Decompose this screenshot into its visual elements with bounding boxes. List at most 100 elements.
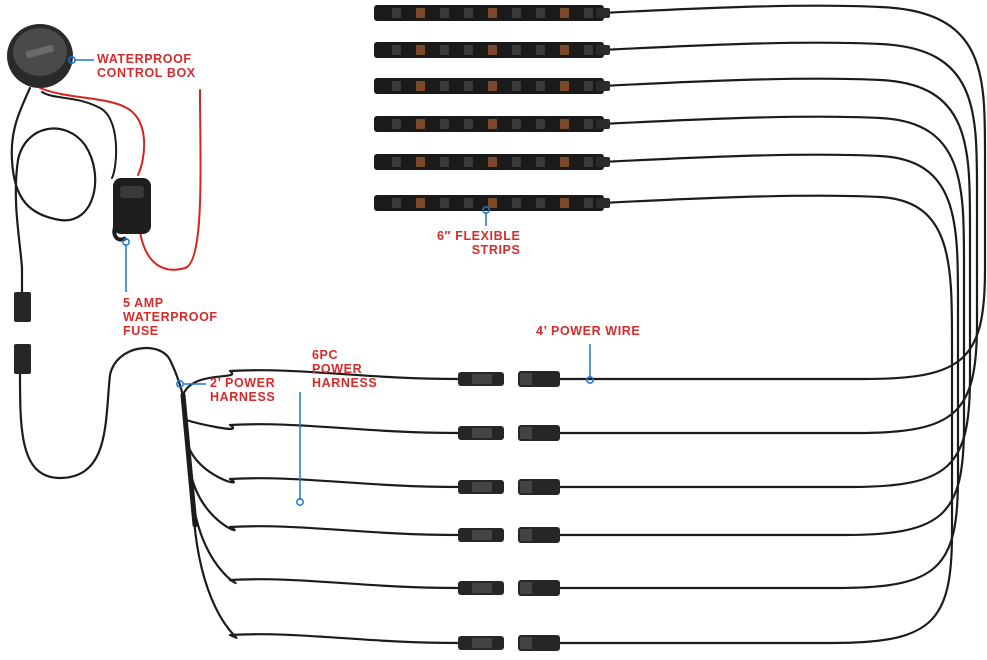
led-chip bbox=[488, 81, 497, 91]
label-line: HARNESS bbox=[210, 390, 276, 404]
led-chip bbox=[560, 198, 569, 208]
led-chip bbox=[464, 198, 473, 208]
label-line: 6″ FLEXIBLE bbox=[437, 229, 521, 243]
led-chip bbox=[512, 119, 521, 129]
strip-end-cap bbox=[596, 198, 610, 208]
label-line: WATERPROOF bbox=[123, 310, 218, 324]
label-line: CONTROL BOX bbox=[97, 66, 196, 80]
power-wire-5 bbox=[558, 153, 960, 590]
power-wire-6 bbox=[558, 194, 954, 645]
led-chip bbox=[416, 81, 425, 91]
led-chip bbox=[440, 198, 449, 208]
harness-branch-3 bbox=[186, 443, 462, 489]
strip-end-cap bbox=[596, 119, 610, 129]
connector-latch bbox=[520, 373, 532, 385]
led-chip bbox=[536, 157, 545, 167]
led-chip bbox=[440, 119, 449, 129]
led-chip bbox=[488, 45, 497, 55]
label-fuse: 5 AMP WATERPROOF FUSE bbox=[123, 296, 218, 338]
strip-end-cap bbox=[596, 81, 610, 91]
pointer-6pc-harness-dot bbox=[296, 498, 304, 506]
led-chip bbox=[512, 157, 521, 167]
led-chip bbox=[512, 81, 521, 91]
wires-layer bbox=[10, 4, 987, 645]
pointer-strips-dot bbox=[482, 206, 490, 214]
led-chip bbox=[536, 8, 545, 18]
led-chip bbox=[512, 8, 521, 18]
label-line: POWER bbox=[312, 362, 363, 376]
power-wire-1 bbox=[558, 4, 987, 381]
led-chip bbox=[560, 81, 569, 91]
led-chip bbox=[488, 8, 497, 18]
power-wire-3 bbox=[558, 77, 972, 489]
control-box-cable bbox=[10, 86, 97, 294]
led-chip bbox=[392, 198, 401, 208]
label-4ft-power-wire: 4’ POWER WIRE bbox=[536, 324, 640, 338]
led-chip bbox=[512, 198, 521, 208]
led-chip bbox=[584, 119, 593, 129]
strip-end-cap bbox=[596, 45, 610, 55]
led-chip bbox=[488, 198, 497, 208]
led-chip bbox=[512, 45, 521, 55]
pointer-fuse-dot bbox=[122, 238, 130, 246]
led-chip bbox=[560, 157, 569, 167]
red-wire-to-fuse bbox=[39, 87, 146, 176]
power-wire-2 bbox=[558, 41, 979, 435]
harness-trunk bbox=[180, 392, 198, 528]
led-chip bbox=[392, 157, 401, 167]
parts-layer bbox=[7, 5, 610, 651]
connector-latch bbox=[520, 529, 532, 541]
red-wire-lead bbox=[139, 89, 202, 271]
strip-end-cap bbox=[596, 8, 610, 18]
harness-branch-4 bbox=[188, 468, 462, 537]
led-chip bbox=[584, 157, 593, 167]
led-chip bbox=[488, 157, 497, 167]
label-2ft-power-harness: 2’ POWER HARNESS bbox=[210, 376, 275, 404]
pointer-2ft-harness-dot bbox=[176, 380, 184, 388]
label-control-box: WATERPROOF CONTROL BOX bbox=[97, 52, 196, 80]
led-chip bbox=[584, 45, 593, 55]
connector-latch bbox=[520, 582, 532, 594]
led-chip bbox=[536, 45, 545, 55]
connector-icon bbox=[14, 344, 31, 374]
led-chip bbox=[560, 119, 569, 129]
connector-latch bbox=[472, 638, 492, 648]
label-line: FUSE bbox=[123, 324, 159, 338]
led-chip bbox=[536, 119, 545, 129]
led-chip bbox=[392, 81, 401, 91]
led-chip bbox=[440, 157, 449, 167]
label-line: 5 AMP bbox=[123, 296, 164, 310]
connector-latch bbox=[472, 374, 492, 384]
led-chip bbox=[584, 81, 593, 91]
strip-end-cap bbox=[596, 157, 610, 167]
connector-icon bbox=[14, 292, 31, 322]
led-chip bbox=[440, 8, 449, 18]
label-line: HARNESS bbox=[312, 376, 378, 390]
label-line: 4’ POWER WIRE bbox=[536, 324, 641, 338]
label-flexible-strips: 6″ FLEXIBLE STRIPS bbox=[437, 229, 520, 257]
led-chip bbox=[416, 45, 425, 55]
led-chip bbox=[440, 81, 449, 91]
pointer-control-box-dot bbox=[68, 56, 76, 64]
led-chip bbox=[560, 45, 569, 55]
harness-branch-2 bbox=[184, 418, 462, 435]
fuse-holder-cap bbox=[120, 186, 144, 198]
led-chip bbox=[464, 119, 473, 129]
led-chip bbox=[392, 119, 401, 129]
led-chip bbox=[416, 198, 425, 208]
connector-latch bbox=[472, 583, 492, 593]
led-chip bbox=[416, 119, 425, 129]
led-chip bbox=[392, 8, 401, 18]
control-box-logo bbox=[25, 44, 54, 59]
led-chip bbox=[416, 8, 425, 18]
pointers-layer bbox=[68, 56, 594, 506]
led-chip bbox=[584, 8, 593, 18]
led-chip bbox=[536, 81, 545, 91]
label-line: STRIPS bbox=[471, 243, 521, 257]
connector-latch bbox=[472, 530, 492, 540]
connector-latch bbox=[472, 482, 492, 492]
led-chip bbox=[464, 8, 473, 18]
led-chip bbox=[464, 157, 473, 167]
two-foot-harness-wire bbox=[18, 346, 185, 480]
